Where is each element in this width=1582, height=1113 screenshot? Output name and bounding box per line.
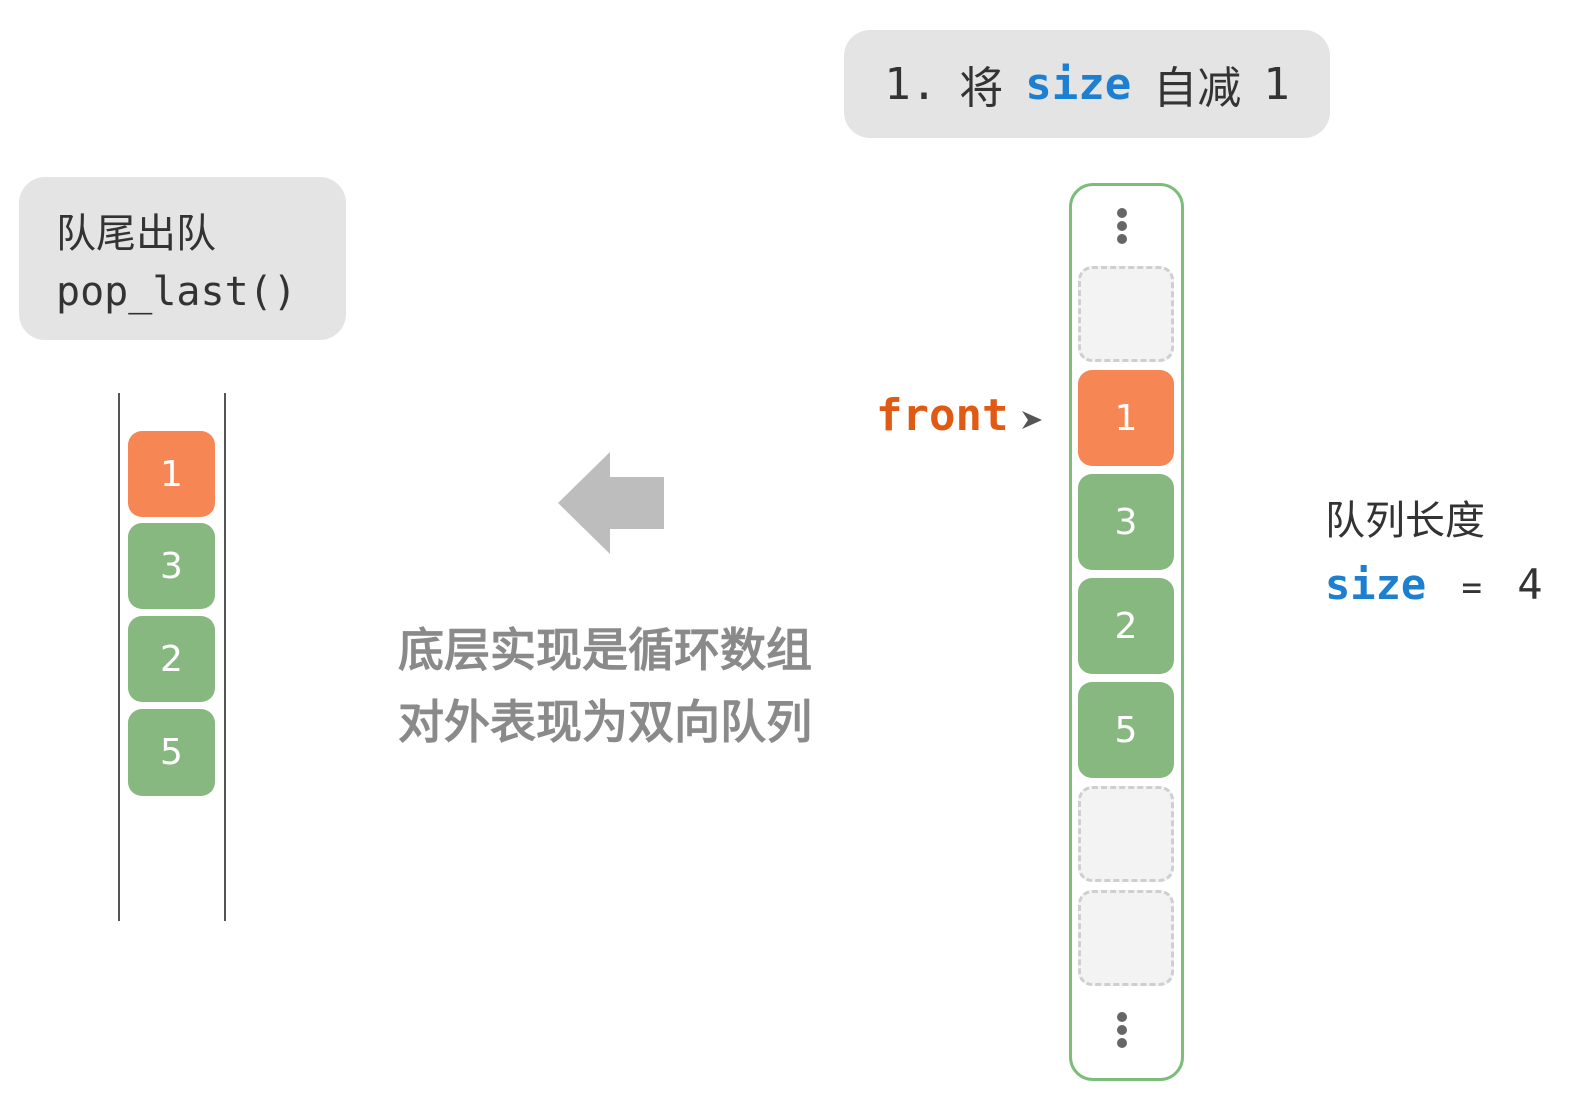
size-value: 4 <box>1517 560 1543 609</box>
array-cell-empty <box>1078 890 1174 986</box>
left-arrow-icon <box>558 452 664 554</box>
array-bottom-ellipsis-icon <box>1112 1010 1132 1054</box>
deque-item: 3 <box>128 523 215 609</box>
step-amount: 1 <box>1263 58 1290 110</box>
array-cell: 5 <box>1078 682 1174 778</box>
caption-line-2: 对外表现为双向队列 <box>398 695 812 749</box>
step-label-box: 1. 将 size 自减 1 <box>844 30 1330 138</box>
step-number: 1. <box>884 58 938 110</box>
array-top-ellipsis-icon <box>1112 206 1132 250</box>
array-cell: 2 <box>1078 578 1174 674</box>
array-cell-empty <box>1078 786 1174 882</box>
circular-array-frame <box>1069 183 1184 1081</box>
array-cell-empty <box>1078 266 1174 362</box>
size-title: 队列长度 <box>1325 498 1485 544</box>
deque-rail-left <box>118 393 120 921</box>
deque-item: 5 <box>128 709 215 796</box>
array-cell: 3 <box>1078 474 1174 570</box>
operation-title: 队尾出队 <box>56 211 216 257</box>
size-value-line: size = 4 <box>1325 560 1543 609</box>
size-keyword: size <box>1325 560 1427 609</box>
caption-line-1: 底层实现是循环数组 <box>398 623 812 677</box>
size-info: 队列长度 size = 4 <box>1325 488 1543 609</box>
step-action: 自减 <box>1153 63 1242 114</box>
operation-label-box: 队尾出队 pop_last() <box>19 177 346 340</box>
deque-item-front: 1 <box>128 431 215 517</box>
deque-rail-right <box>224 393 226 921</box>
front-pointer-arrow-icon <box>1022 411 1042 429</box>
deque-item: 2 <box>128 616 215 702</box>
size-equals: = <box>1461 568 1482 608</box>
array-cell-front: 1 <box>1078 370 1174 466</box>
implementation-caption: 底层实现是循环数组 对外表现为双向队列 <box>398 614 838 758</box>
step-keyword: size <box>1025 58 1132 110</box>
operation-code: pop_last() <box>56 269 297 315</box>
front-pointer-label: front <box>876 390 1009 441</box>
step-verb: 将 <box>959 63 1004 114</box>
